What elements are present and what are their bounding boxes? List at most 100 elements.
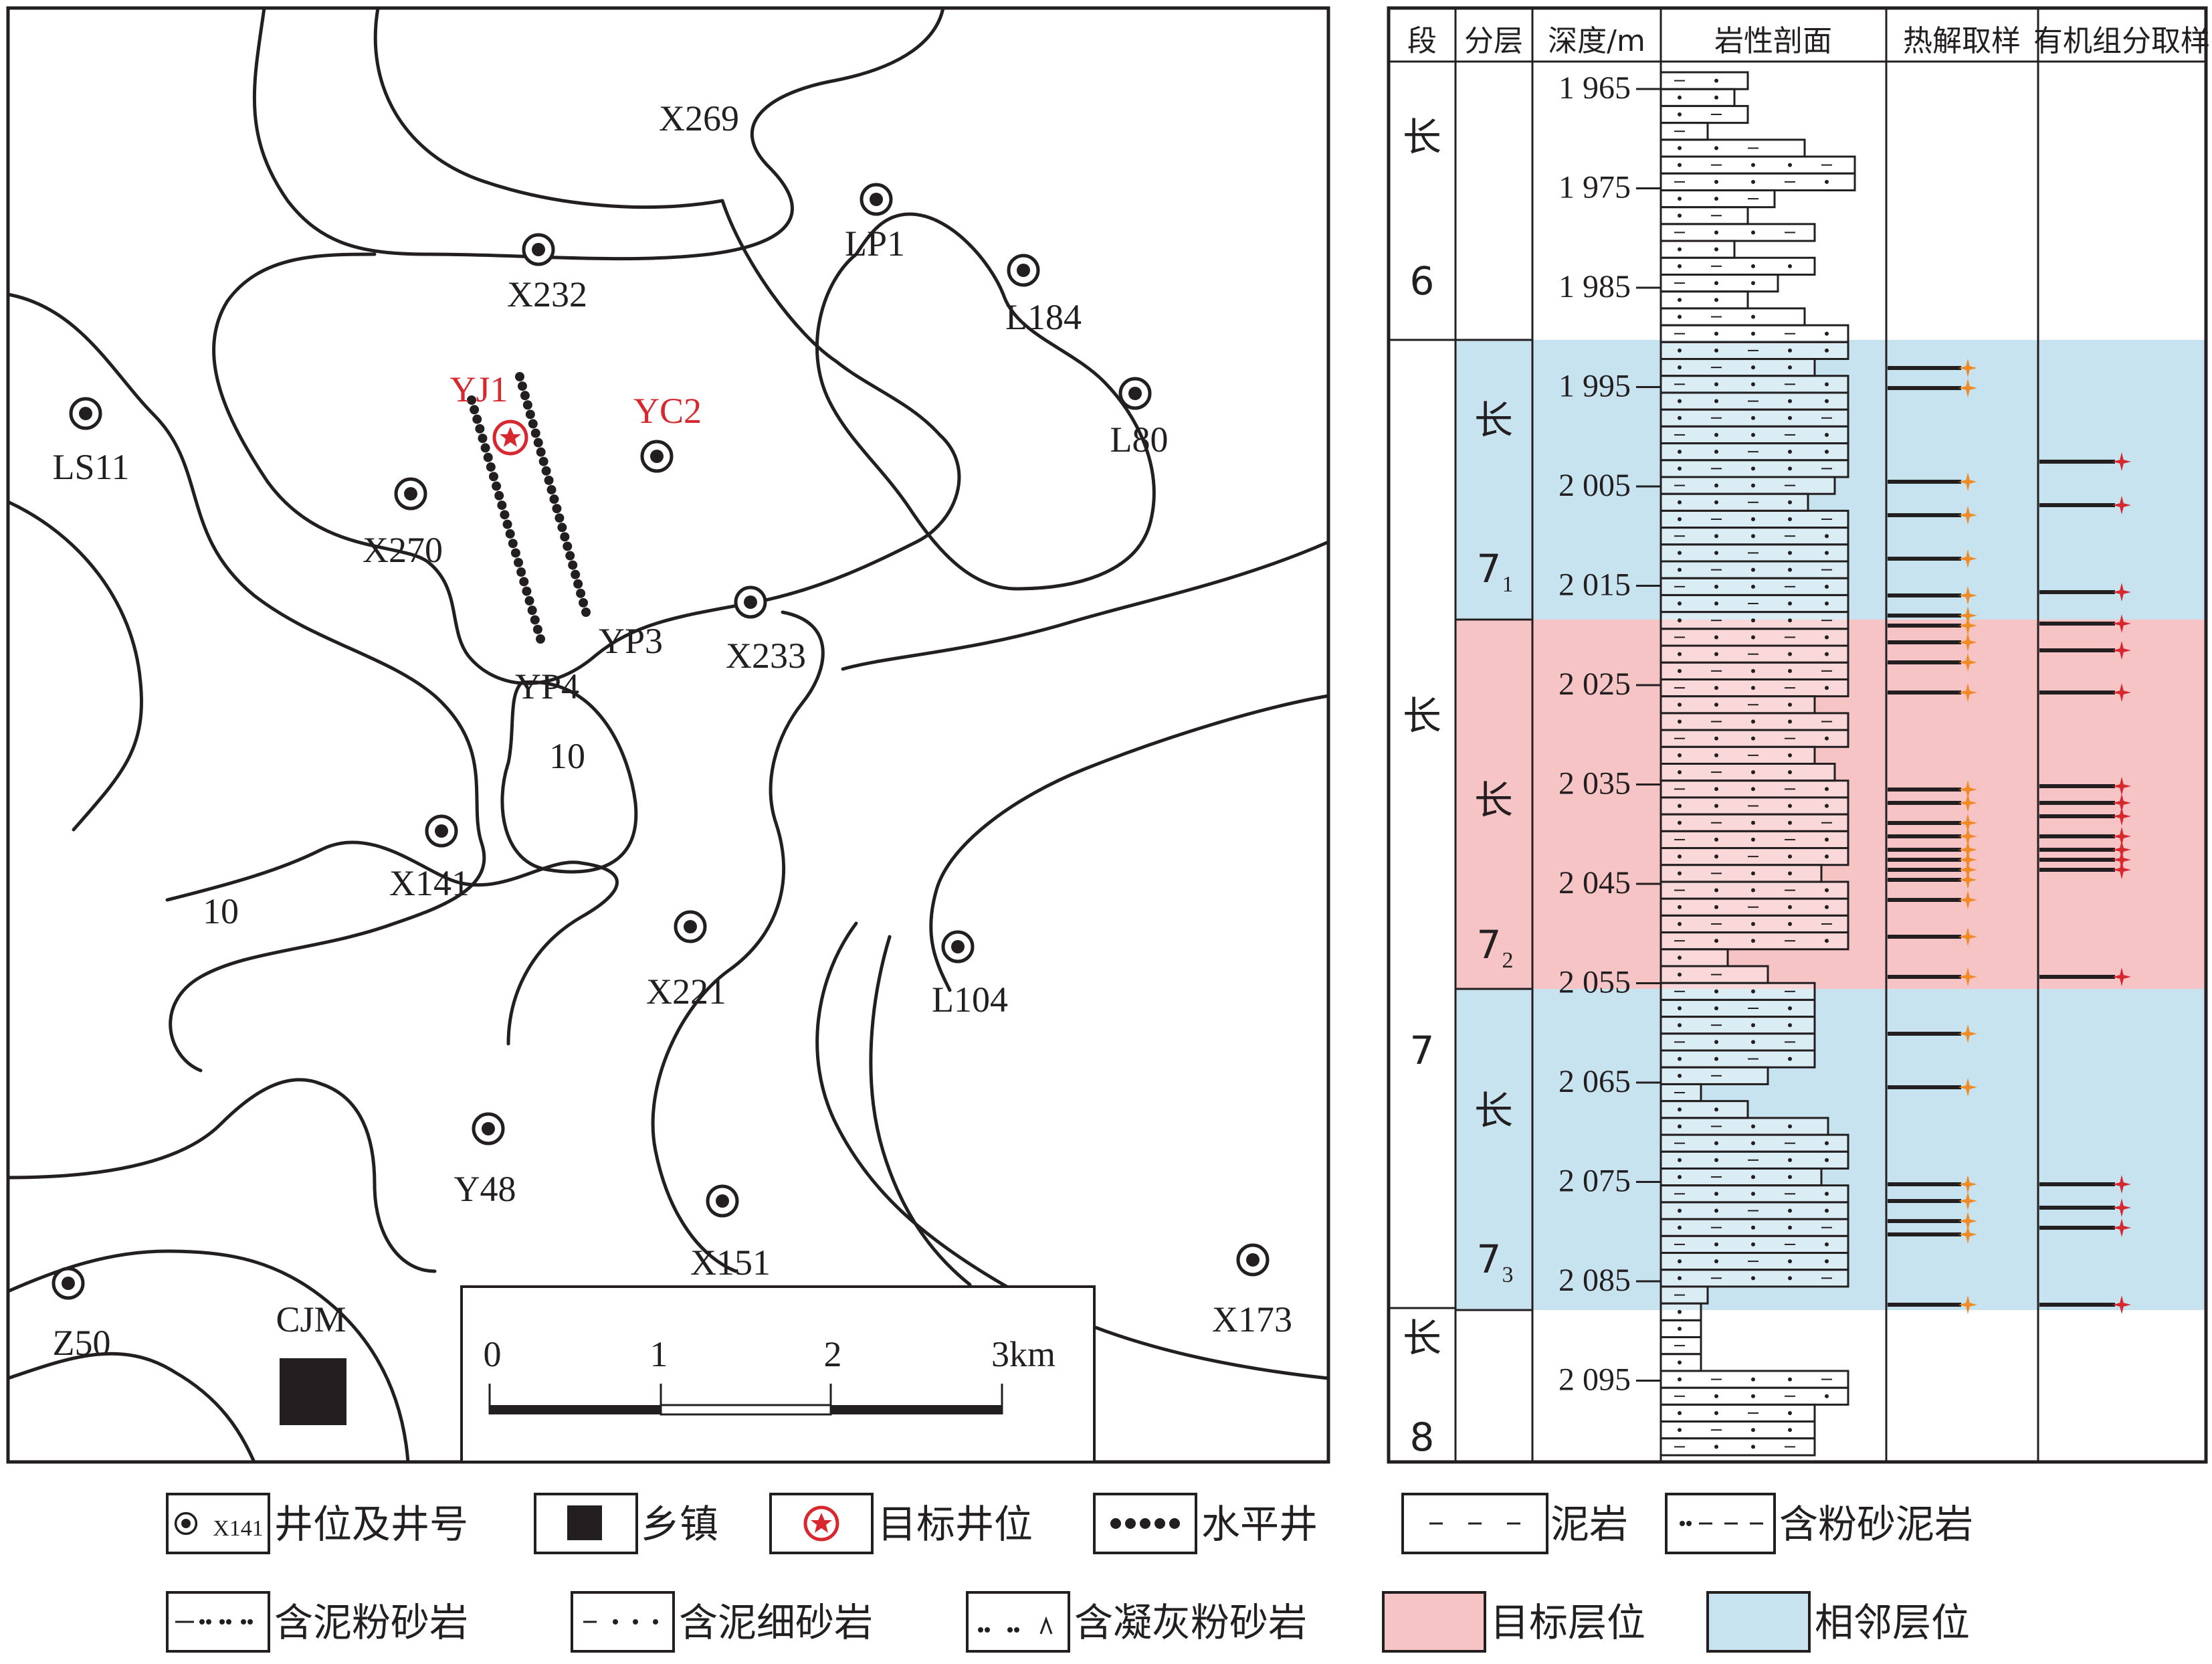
lithology-dot xyxy=(1714,1394,1718,1398)
pyrolysis-sample-marker xyxy=(1958,1175,1977,1194)
lithology-bed xyxy=(1660,71,1749,90)
lithology-bed xyxy=(1660,324,1849,343)
lithology-dot xyxy=(1678,1259,1682,1264)
depth-label: 2 025 xyxy=(1559,666,1631,702)
lithology-dot xyxy=(1678,551,1682,555)
lithology-dot xyxy=(1751,163,1755,167)
pyrolysis-sample-marker xyxy=(1958,850,1977,869)
well-icon xyxy=(943,932,973,961)
scale-bar-label: 1 xyxy=(650,1334,668,1374)
horizontal-well-dot xyxy=(519,577,529,587)
organic-sample-marker xyxy=(2112,860,2131,879)
horizontal-well-dot xyxy=(488,472,498,482)
horizontal-well-dot xyxy=(524,595,534,606)
lithology-dot xyxy=(1714,584,1718,589)
lithology-dot xyxy=(1751,871,1755,876)
lithology-bed xyxy=(1660,408,1849,428)
lithology-dot xyxy=(1678,1208,1682,1213)
legend-swatch-target xyxy=(1382,1591,1486,1653)
scale-bar-segment xyxy=(490,1405,661,1414)
contour-label: 10 xyxy=(203,891,239,931)
organic-sample-marker xyxy=(2112,583,2131,602)
lithology-dot xyxy=(1714,652,1718,656)
organic-sample-marker xyxy=(2112,794,2131,812)
segment-label: 长 xyxy=(1403,693,1441,739)
lithology-dot xyxy=(1714,146,1718,151)
lithology-dot xyxy=(1751,686,1755,690)
lithology-dot xyxy=(1825,787,1829,792)
pyrolysis-sample-marker xyxy=(1958,1024,1977,1043)
horizontal-well-dot xyxy=(552,504,562,514)
lithology-dot xyxy=(1751,921,1755,926)
well-label: Y48 xyxy=(454,1169,516,1209)
depth-label: 2 095 xyxy=(1559,1362,1631,1398)
lithology-dot xyxy=(1788,703,1792,707)
lithology-dot xyxy=(1714,483,1718,488)
lithology-dot xyxy=(1678,415,1682,420)
well-icon xyxy=(676,912,705,941)
pyrolysis-sample-marker xyxy=(1958,814,1977,832)
lithology-dot xyxy=(1678,719,1682,724)
lithology-bed xyxy=(1660,763,1836,782)
lithology-dot xyxy=(1714,1242,1718,1246)
sampling-points xyxy=(1888,359,2131,1314)
lithology-dot xyxy=(1714,281,1718,286)
lithology-dot xyxy=(1714,703,1718,707)
lithology-dot xyxy=(1678,348,1682,353)
lithology-dot xyxy=(1714,939,1718,943)
horizontal-well-dot xyxy=(497,500,507,511)
lithology-dot xyxy=(1751,837,1755,842)
horizontal-well-dot xyxy=(486,462,496,472)
pyrolysis-sample-marker xyxy=(1958,549,1977,568)
contour-line xyxy=(165,840,619,1046)
lithology-bed xyxy=(1660,240,1736,259)
lithology-dot xyxy=(1678,264,1682,268)
legend-symbol-text: X141 xyxy=(213,1516,264,1541)
horizontal-well-dot xyxy=(546,484,557,494)
horizontal-well-dot xyxy=(528,419,538,429)
lithology-dot xyxy=(1714,1410,1718,1415)
well-label: YP4 xyxy=(515,666,579,707)
lithology-dot xyxy=(1788,921,1792,926)
pyrolysis-sample-marker xyxy=(1958,1192,1977,1210)
horizontal-well-dot xyxy=(516,567,526,577)
organic-sample-marker xyxy=(2112,683,2131,702)
lithology-dot xyxy=(1714,1107,1718,1112)
lithology-dot xyxy=(1788,466,1792,471)
lithology-dot xyxy=(1825,551,1829,555)
lithology-dot xyxy=(1825,652,1829,656)
horizontal-well-dot xyxy=(536,634,545,644)
pyrolysis-sample-marker xyxy=(1958,827,1977,846)
lithology-dot xyxy=(1714,753,1718,757)
lithology-dot xyxy=(1751,466,1755,471)
lithology-dot xyxy=(1714,854,1718,859)
horizontal-well-dot xyxy=(536,447,546,457)
contour-line xyxy=(6,1352,256,1464)
scale-bar-label: 3km xyxy=(991,1334,1055,1374)
contour-line xyxy=(500,680,638,874)
organic-sample-marker xyxy=(2112,614,2131,633)
contour-line xyxy=(6,1078,437,1273)
scale-bar-box xyxy=(460,1285,1096,1463)
depth-label: 1 965 xyxy=(1559,70,1631,106)
lithology-dot xyxy=(1751,1192,1755,1196)
lithology-dot xyxy=(1714,1158,1718,1162)
lithology-dot xyxy=(1714,78,1718,83)
legend-label: 目标井位 xyxy=(878,1501,1033,1547)
organic-sample-marker xyxy=(2112,1198,2131,1217)
pyrolysis-sample-marker xyxy=(1958,653,1977,672)
lithology-dot xyxy=(1825,804,1829,808)
layer-label-index: 3 xyxy=(1502,1263,1514,1287)
lithology-dot xyxy=(1788,1175,1792,1180)
lithology-dot xyxy=(1714,1056,1718,1061)
legend-label: 含凝灰粉砂岩 xyxy=(1074,1600,1307,1645)
legend: X141 井位及井号 乡镇 目标井位 水平井 泥岩 含粉砂泥岩 xyxy=(166,1493,1973,1653)
lithology-dot xyxy=(1714,1259,1718,1264)
segment-label: 7 xyxy=(1410,1028,1435,1073)
pyrolysis-sample-marker xyxy=(1958,794,1977,812)
lithology-dot xyxy=(1678,770,1682,775)
legend-label: 含粉砂泥岩 xyxy=(1779,1501,1973,1547)
lithology-dot xyxy=(1825,602,1829,606)
lithology-dot xyxy=(1714,837,1718,842)
lithology-dot xyxy=(1678,1023,1682,1028)
